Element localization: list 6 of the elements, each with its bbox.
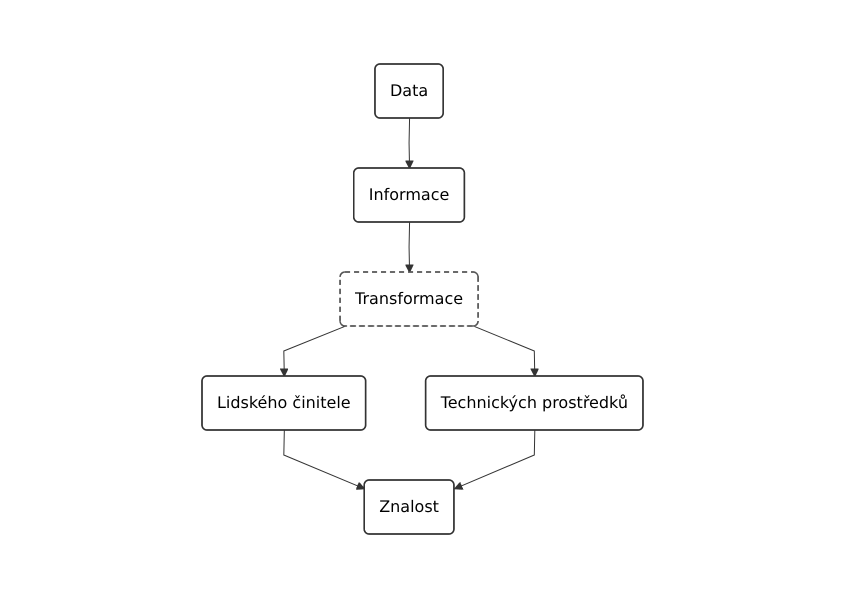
- arrow: [454, 430, 536, 490]
- arrow: [405, 222, 414, 272]
- arrow: [280, 325, 346, 376]
- arrow: [283, 430, 366, 490]
- arrow: [405, 118, 414, 168]
- arrow: [474, 325, 540, 376]
